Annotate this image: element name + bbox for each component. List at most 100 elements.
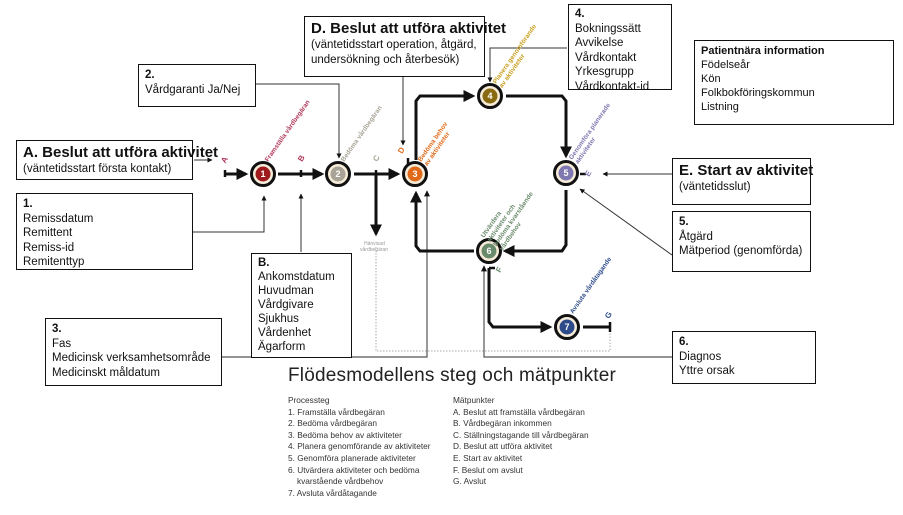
legend-process-item: 4. Planera genomförande av aktiviteter <box>288 441 431 452</box>
box-5-line: Mätperiod (genomförda) <box>679 245 803 257</box>
step-label-6: Utvärderaaktiviteter ochbedöma kvarståen… <box>480 182 541 252</box>
rejected-request-label-2: vårdbegäran <box>360 246 388 253</box>
connector-box5-to-step5 <box>579 188 673 256</box>
legend-process-item: 7. Avsluta vårdåtagande <box>288 487 377 498</box>
legend-measure-item: F. Beslut om avslut <box>453 464 523 475</box>
box-3-line: Medicinskt måldatum <box>52 366 161 379</box>
step-label-7: Avsluta vårdåtagande <box>568 255 613 315</box>
box-1-title: 1. <box>23 198 33 210</box>
legend-process-item: kvarstående vårdbehov <box>297 476 384 487</box>
box-4-line: Bokningssätt <box>575 22 641 35</box>
step-number: 1 <box>260 169 265 179</box>
legend-process-column: Processteg 1. Framställa vårdbegäran 2. … <box>288 395 453 499</box>
step-circle-3: 3 <box>402 161 428 187</box>
step-number: 4 <box>487 91 492 101</box>
legend-title: Flödesmodellens steg och mätpunkter <box>288 365 617 386</box>
box-3-line: Fas <box>52 337 72 350</box>
box-3-fas: 3. Fas Medicinsk verksamhetsområde Medic… <box>45 318 222 386</box>
box-D-title: D. Beslut att utföra aktivitet <box>311 20 507 37</box>
box-B-line: Sjukhus <box>258 313 299 325</box>
step-label-1: Framställa vårdbegäran <box>263 98 312 163</box>
measure-point-A: A <box>219 155 230 165</box>
box-5-title: 5. <box>679 216 689 228</box>
box-4-line: Yrkesgrupp <box>575 66 634 78</box>
legend-measure-item: B. Vårdbegäran inkommen <box>453 418 552 429</box>
box-1-line: Remittent <box>23 227 73 239</box>
box-patient-line: Kön <box>701 73 721 85</box>
connectors <box>193 47 673 358</box>
step-circle-4: 4 <box>477 83 503 109</box>
box-1-remiss: 1. Remissdatum Remittent Remiss-id Remit… <box>16 193 193 270</box>
box-E-title: E. Start av aktivitet <box>679 162 814 179</box>
box-patient-line: Folkbokföringskommun <box>701 87 815 99</box>
connector-box1-to-step1 <box>193 195 267 233</box>
box-patient-title: Patientnära information <box>701 45 825 57</box>
dotted-path <box>375 247 611 352</box>
legend-process-item: 1. Framställa vårdbegäran <box>288 406 385 417</box>
box-4-title: 4. <box>575 8 585 20</box>
box-D-line: (väntetidsstart operation, åtgärd, <box>311 39 477 51</box>
step-number: 5 <box>563 168 568 178</box>
box-B-line: Vårdenhet <box>258 327 312 339</box>
box-3-title: 3. <box>52 323 62 335</box>
box-A-beslut: A. Beslut att utföra aktivitet (väntetid… <box>16 140 219 180</box>
box-6-line: Diagnos <box>679 350 722 363</box>
legend-process-item: 3. Bedöma behov av aktiviteter <box>288 429 402 440</box>
box-6-title: 6. <box>679 336 689 348</box>
box-4-line: Vårdkontakt <box>575 51 637 64</box>
box-D-beslut: D. Beslut att utföra aktivitet (väntetid… <box>304 16 507 77</box>
legend-measure-header: Mätpunkter <box>453 395 495 405</box>
legend-process-header: Processteg <box>288 395 330 405</box>
legend-process-item: 6. Utvärdera aktiviteter och bedöma <box>288 464 420 475</box>
legend-measure-item: E. Start av aktivitet <box>453 452 523 463</box>
measure-ticks <box>223 158 612 332</box>
box-6-line: Yttre orsak <box>679 365 735 377</box>
measure-point-E: E <box>583 168 594 178</box>
box-3-line: Medicinsk verksamhetsområde <box>52 352 211 364</box>
connector-box6-to-step6 <box>481 265 672 358</box>
step-circle-2: 2 <box>325 161 351 187</box>
legend-measure-column: Mätpunkter A. Beslut att framställa vård… <box>453 395 589 499</box>
measure-point-F: F <box>494 265 504 274</box>
box-patient-info: Patientnära information Födelseår Kön Fo… <box>694 40 894 125</box>
legend-measure-item: A. Beslut att framställa vårdbegäran <box>453 406 585 417</box>
step-label-2: Bedöma vårdbegäran <box>339 104 384 163</box>
box-B-ankomst: B. Ankomstdatum Huvudman Vårdgivare Sjuk… <box>251 253 352 358</box>
box-5-line: Åtgärd <box>679 230 713 243</box>
box-patient-line: Födelseår <box>701 59 750 71</box>
step-label-3: Bedöma behovav aktiviteter <box>417 121 456 168</box>
box-2-title: 2. <box>145 69 155 81</box>
box-A-line: (väntetidsstart första kontakt) <box>23 163 172 175</box>
step-number: 2 <box>335 169 340 179</box>
step-number: 7 <box>564 322 569 332</box>
box-1-line: Remiss-id <box>23 241 75 254</box>
step-number: 3 <box>412 169 417 179</box>
box-D-line: undersökning och återbesök) <box>311 53 460 66</box>
legend-process-item: 2. Bedöma vårdbegäran <box>288 418 378 429</box>
box-2-line: Vårdgaranti Ja/Nej <box>145 83 241 96</box>
step-circles: 1 2 3 4 5 6 7 <box>250 83 580 340</box>
box-B-line: Ägarform <box>258 341 306 353</box>
rejected-request-label-1: Hänvisad <box>364 241 385 247</box>
box-6-diagnos: 6. Diagnos Yttre orsak <box>672 331 816 384</box>
legend-measure-item: C. Ställningstagande till vårdbegäran <box>453 429 589 440</box>
box-E-start: E. Start av aktivitet (väntetidsslut) <box>672 158 814 205</box>
box-A-title: A. Beslut att utföra aktivitet <box>23 144 219 161</box>
box-5-atgard: 5. Åtgärd Mätperiod (genomförda) <box>672 211 811 272</box>
measure-point-C: C <box>371 153 382 163</box>
legend-process-item: 5. Genomföra planerade aktiviteter <box>288 452 416 463</box>
box-4-line: Vårdkontakt-id <box>575 80 650 93</box>
measure-point-B: B <box>296 153 307 163</box>
measure-point-D: D <box>396 145 407 155</box>
legend: Flödesmodellens steg och mätpunkter Proc… <box>288 365 618 499</box>
box-4-bokning: 4. Bokningssätt Avvikelse Vårdkontakt Yr… <box>568 4 672 93</box>
connector-box4-to-step4 <box>487 47 567 83</box>
box-patient-line: Listning <box>701 101 739 113</box>
box-1-line: Remissdatum <box>23 212 94 225</box>
legend-measure-item: D. Beslut att utföra aktivitet <box>453 441 553 452</box>
step-label-5: Genomföra planeradeaktiviteter <box>568 102 619 166</box>
box-B-line: Ankomstdatum <box>258 271 335 283</box>
step-number: 6 <box>486 246 491 256</box>
box-4-line: Avvikelse <box>575 37 624 49</box>
